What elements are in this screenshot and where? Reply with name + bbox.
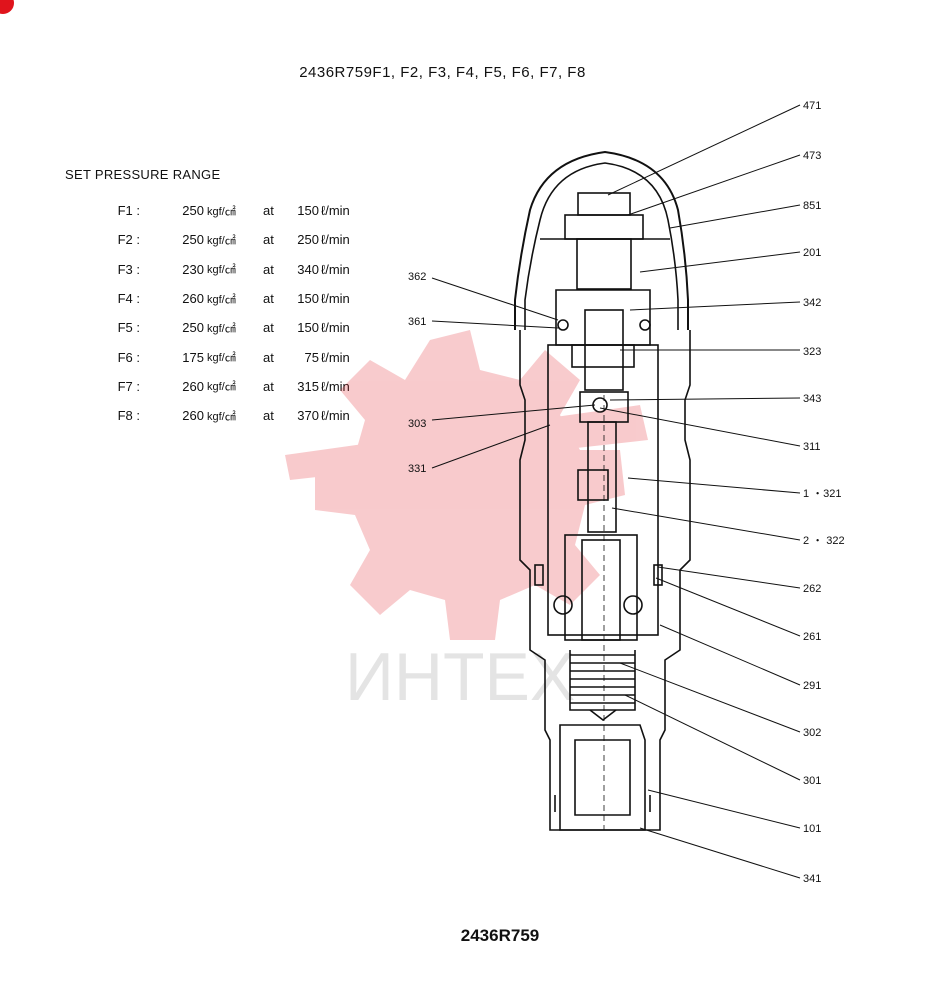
at-word: at <box>263 349 274 365</box>
part-label-343: 343 <box>803 393 821 405</box>
variant-id: F8 : <box>117 408 140 424</box>
pressure-row-f2: F2 : 250 kgf/㎠ at 250 ℓ/min <box>100 225 350 254</box>
drawing-number: 2436R759 <box>460 926 540 945</box>
at-word: at <box>263 232 274 248</box>
pressure-value: 260 <box>182 408 204 424</box>
pressure-row-f4: F4 : 260 kgf/㎠ at 150 ℓ/min <box>100 284 350 313</box>
pressure-unit: kgf/㎠ <box>207 205 236 218</box>
pressure-unit: kgf/㎠ <box>207 381 236 394</box>
part-label-341: 341 <box>803 873 821 885</box>
pressure-unit: kgf/㎠ <box>207 352 236 365</box>
flow-value: 315 <box>297 378 319 394</box>
part-labels: 471 473 851 201 342 323 343 311 1 ・321 2… <box>408 100 845 885</box>
corner-logo-mark <box>0 0 14 14</box>
flow-unit: ℓ/min <box>321 408 350 424</box>
set-pressure-table: F1 : 250 kgf/㎠ at 150 ℓ/min F2 : 250 kgf… <box>100 196 350 430</box>
at-word: at <box>263 408 274 424</box>
flow-value: 250 <box>297 232 319 248</box>
at-word: at <box>263 261 274 277</box>
pressure-row-f1: F1 : 250 kgf/㎠ at 150 ℓ/min <box>100 196 350 225</box>
pressure-row-f7: F7 : 260 kgf/㎠ at 315 ℓ/min <box>100 372 350 401</box>
part-label-261: 261 <box>803 631 821 643</box>
flow-unit: ℓ/min <box>321 291 350 307</box>
variant-id: F7 : <box>117 378 140 394</box>
watermark-text: ИНТЕХ <box>345 639 575 715</box>
flow-unit: ℓ/min <box>321 378 350 394</box>
part-label-262: 262 <box>803 583 821 595</box>
part-label-362: 362 <box>408 271 426 283</box>
flow-value: 75 <box>304 349 319 365</box>
pressure-value: 250 <box>182 203 204 219</box>
part-label-361: 361 <box>408 316 426 328</box>
part-label-851: 851 <box>803 200 821 212</box>
part-label-291: 291 <box>803 680 821 692</box>
part-label-201: 201 <box>803 247 821 259</box>
part-label-311: 311 <box>803 441 821 453</box>
pressure-row-f5: F5 : 250 kgf/㎠ at 150 ℓ/min <box>100 313 350 342</box>
pressure-value: 230 <box>182 261 204 277</box>
pressure-unit: kgf/㎠ <box>207 322 236 335</box>
pressure-value: 175 <box>182 349 204 365</box>
pressure-unit: kgf/㎠ <box>207 264 236 277</box>
watermark-gear-icon <box>285 330 648 640</box>
variant-id: F1 : <box>117 203 140 219</box>
part-label-473: 473 <box>803 150 821 162</box>
at-word: at <box>263 378 274 394</box>
part-label-101: 101 <box>803 823 821 835</box>
part-label-331: 331 <box>408 463 426 475</box>
leader-lines <box>431 104 801 879</box>
flow-unit: ℓ/min <box>321 349 350 365</box>
flow-value: 150 <box>297 291 319 307</box>
page-title: 2436R759F1, F2, F3, F4, F5, F6, F7, F8 <box>299 64 586 81</box>
at-word: at <box>263 203 274 219</box>
part-label-321: 1 ・321 <box>803 488 842 500</box>
pressure-unit: kgf/㎠ <box>207 410 236 423</box>
variant-id: F2 : <box>117 232 140 248</box>
part-label-322: 2 ・ 322 <box>803 535 845 547</box>
pressure-unit: kgf/㎠ <box>207 234 236 247</box>
valve-body <box>514 150 691 831</box>
flow-unit: ℓ/min <box>321 232 350 248</box>
flow-unit: ℓ/min <box>321 261 350 277</box>
part-label-342: 342 <box>803 297 821 309</box>
flow-value: 370 <box>297 408 319 424</box>
flow-value: 340 <box>297 261 319 277</box>
part-label-301: 301 <box>803 775 821 787</box>
pressure-row-f8: F8 : 260 kgf/㎠ at 370 ℓ/min <box>100 401 350 430</box>
flow-value: 150 <box>297 320 319 336</box>
part-label-471: 471 <box>803 100 821 112</box>
pressure-value: 250 <box>182 320 204 336</box>
pressure-row-f3: F3 : 230 kgf/㎠ at 340 ℓ/min <box>100 255 350 284</box>
part-label-303: 303 <box>408 418 426 430</box>
pressure-value: 250 <box>182 232 204 248</box>
flow-unit: ℓ/min <box>321 203 350 219</box>
pressure-value: 260 <box>182 291 204 307</box>
pressure-value: 260 <box>182 378 204 394</box>
at-word: at <box>263 291 274 307</box>
flow-unit: ℓ/min <box>321 320 350 336</box>
variant-id: F5 : <box>117 320 140 336</box>
part-label-302: 302 <box>803 727 821 739</box>
variant-id: F4 : <box>117 291 140 307</box>
variant-id: F6 : <box>117 349 140 365</box>
flow-value: 150 <box>297 203 319 219</box>
pressure-unit: kgf/㎠ <box>207 293 236 306</box>
part-label-323: 323 <box>803 346 821 358</box>
variant-id: F3 : <box>117 261 140 277</box>
at-word: at <box>263 320 274 336</box>
set-pressure-heading: SET PRESSURE RANGE <box>65 167 221 182</box>
pressure-row-f6: F6 : 175 kgf/㎠ at 75 ℓ/min <box>100 342 350 371</box>
